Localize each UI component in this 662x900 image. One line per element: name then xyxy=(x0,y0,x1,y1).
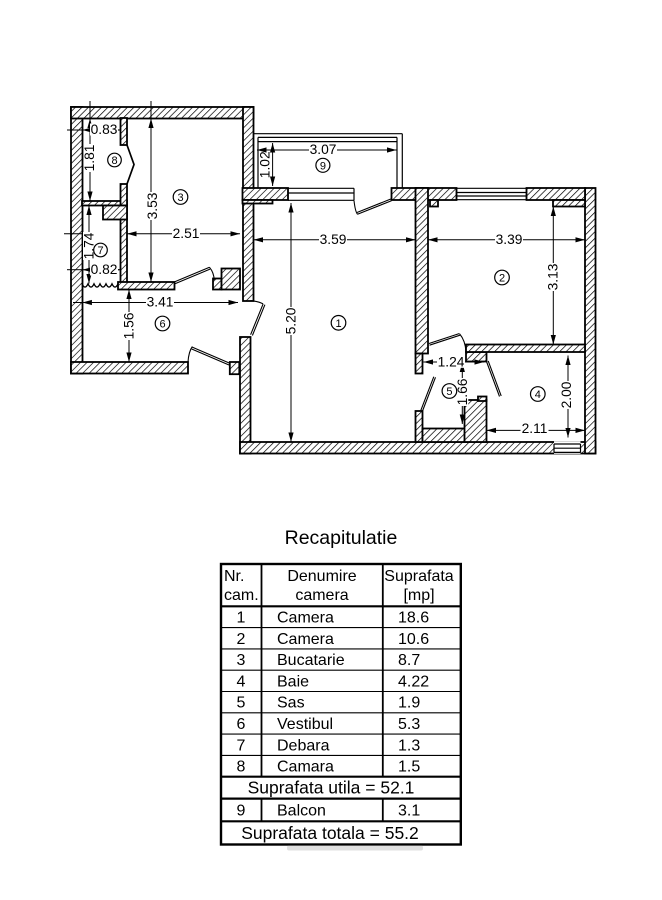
svg-text:1.02: 1.02 xyxy=(258,151,273,178)
svg-text:camera: camera xyxy=(295,587,348,604)
svg-text:5.3: 5.3 xyxy=(398,716,420,733)
svg-text:2.00: 2.00 xyxy=(559,381,574,408)
svg-text:Camera: Camera xyxy=(277,631,334,648)
svg-text:7: 7 xyxy=(237,737,246,754)
svg-text:Nr.: Nr. xyxy=(224,568,244,585)
svg-text:6: 6 xyxy=(159,319,165,331)
svg-text:3.59: 3.59 xyxy=(320,232,347,247)
svg-text:Denumire: Denumire xyxy=(287,568,356,585)
svg-text:3: 3 xyxy=(177,192,183,204)
svg-text:2: 2 xyxy=(237,631,246,648)
svg-text:4.22: 4.22 xyxy=(398,673,429,690)
svg-text:9: 9 xyxy=(237,803,246,820)
svg-text:Recapitulatie: Recapitulatie xyxy=(285,527,398,549)
svg-text:1: 1 xyxy=(237,610,246,627)
svg-text:0.82: 0.82 xyxy=(91,262,118,277)
svg-text:Balcon: Balcon xyxy=(277,803,326,820)
svg-text:Suprafata: Suprafata xyxy=(384,568,453,585)
svg-text:Bucatarie: Bucatarie xyxy=(277,652,345,669)
svg-text:1.9: 1.9 xyxy=(398,695,420,712)
svg-text:Suprafata utila = 52.1: Suprafata utila = 52.1 xyxy=(248,778,415,798)
svg-text:Vestibul: Vestibul xyxy=(277,716,333,733)
svg-text:3.39: 3.39 xyxy=(496,232,523,247)
svg-text:Suprafata totala = 55.2: Suprafata totala = 55.2 xyxy=(241,823,419,843)
svg-text:1.3: 1.3 xyxy=(398,737,420,754)
svg-text:Sas: Sas xyxy=(277,695,305,712)
svg-text:3.53: 3.53 xyxy=(145,192,160,219)
svg-text:4: 4 xyxy=(535,389,541,401)
svg-text:1.24: 1.24 xyxy=(438,354,465,369)
svg-text:2: 2 xyxy=(499,273,505,285)
svg-text:7: 7 xyxy=(97,245,103,257)
svg-text:8: 8 xyxy=(237,759,246,776)
svg-text:cam.: cam. xyxy=(224,587,259,604)
svg-text:4: 4 xyxy=(237,673,246,690)
svg-text:1: 1 xyxy=(335,318,341,330)
svg-text:1.56: 1.56 xyxy=(121,312,136,339)
svg-text:8: 8 xyxy=(111,155,117,167)
svg-text:18.6: 18.6 xyxy=(398,610,429,627)
svg-text:Camera: Camera xyxy=(277,610,334,627)
svg-text:5: 5 xyxy=(237,695,246,712)
svg-text:3.41: 3.41 xyxy=(147,295,174,310)
svg-text:5.20: 5.20 xyxy=(284,307,299,334)
svg-text:Camara: Camara xyxy=(277,759,334,776)
svg-text:1.81: 1.81 xyxy=(82,145,97,172)
svg-text:3.1: 3.1 xyxy=(398,803,420,820)
svg-text:2.11: 2.11 xyxy=(522,421,548,436)
svg-text:2.51: 2.51 xyxy=(173,226,200,241)
svg-text:1.5: 1.5 xyxy=(398,759,420,776)
svg-text:3.07: 3.07 xyxy=(310,142,337,157)
svg-text:Baie: Baie xyxy=(277,673,309,690)
svg-text:Debara: Debara xyxy=(277,737,330,754)
svg-text:9: 9 xyxy=(320,160,326,172)
svg-text:10.6: 10.6 xyxy=(398,631,429,648)
svg-text:1.74: 1.74 xyxy=(82,232,97,259)
svg-text:3: 3 xyxy=(237,652,246,669)
svg-text:0.83: 0.83 xyxy=(91,122,118,137)
svg-text:5: 5 xyxy=(446,386,452,398)
svg-text:6: 6 xyxy=(237,716,246,733)
svg-text:8.7: 8.7 xyxy=(398,652,420,669)
svg-text:[mp]: [mp] xyxy=(403,587,434,604)
svg-text:1.66: 1.66 xyxy=(455,378,470,405)
svg-text:3.13: 3.13 xyxy=(546,263,561,290)
